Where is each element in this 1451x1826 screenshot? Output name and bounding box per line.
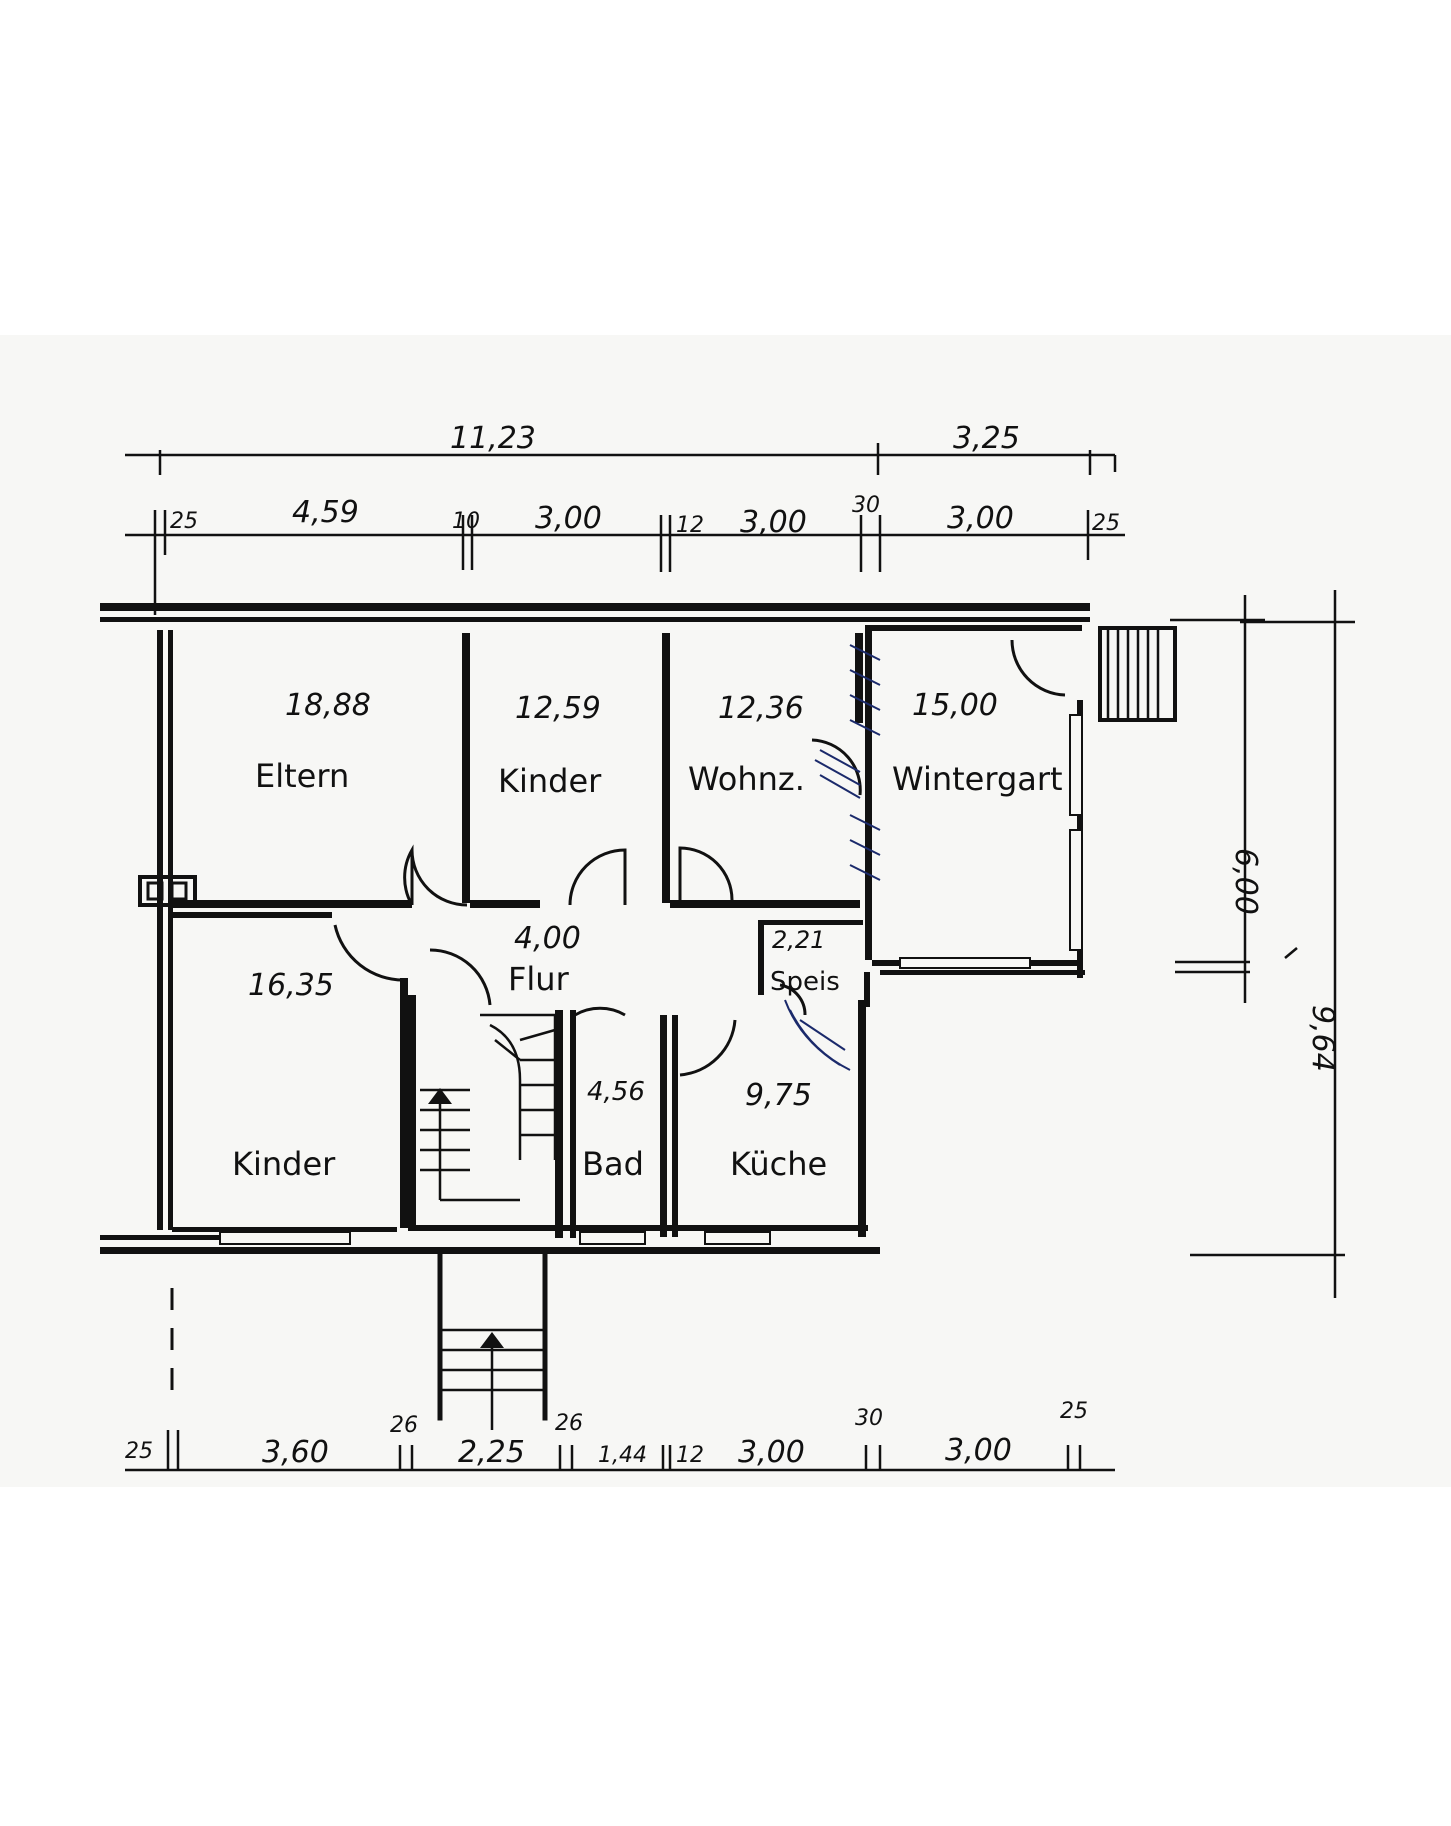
dim-top-seg-3: 10: [452, 509, 480, 534]
right-dimension-lines: [1170, 590, 1355, 1298]
wintergarten-stairs: [1098, 626, 1177, 722]
top-dimension-lines: [125, 443, 1125, 615]
dim-bottom-seg-4: 2,25: [458, 1435, 525, 1470]
dim-bottom-seg-3: 26: [390, 1413, 418, 1438]
dim-bottom-seg-9: 30: [855, 1406, 883, 1431]
paper-sheet: [0, 335, 1451, 1487]
dim-top-seg-2: 4,59: [292, 495, 359, 530]
dim-top-seg-4: 3,00: [535, 501, 602, 536]
dim-top-total-right: 3,25: [953, 421, 1020, 456]
dim-bottom-seg-10: 3,00: [945, 1433, 1012, 1468]
room-area-kueche: 9,75: [745, 1078, 812, 1113]
marked-wall-hatching: [784, 644, 881, 1071]
room-name-kueche: Küche: [730, 1145, 827, 1183]
door-swings: [333, 639, 1066, 1077]
dim-bottom-seg-8: 3,00: [738, 1435, 805, 1470]
room-area-wohnz: 12,36: [718, 691, 804, 726]
dim-bottom-seg-2: 3,60: [262, 1435, 329, 1470]
bottom-dimension-lines: [125, 1430, 1115, 1472]
dim-bottom-seg-5: 26: [555, 1411, 583, 1436]
room-name-kinder-bottom: Kinder: [232, 1145, 336, 1183]
room-name-wintergarten: Wintergart: [892, 760, 1063, 798]
dim-top-seg-9: 25: [1092, 511, 1120, 536]
room-area-speis: 2,21: [772, 926, 825, 954]
room-name-wohnz: Wohnz.: [688, 760, 805, 798]
dim-top-seg-1: 25: [170, 509, 198, 534]
dim-right-outer: 9,64: [1305, 1005, 1340, 1072]
room-name-kinder-top: Kinder: [498, 762, 602, 800]
dim-top-total-left: 11,23: [450, 421, 536, 456]
interior-staircase: [420, 1013, 557, 1202]
dim-top-seg-8: 3,00: [947, 501, 1014, 536]
room-area-wintergarten: 15,00: [912, 688, 998, 723]
dim-bottom-seg-11: 25: [1060, 1399, 1088, 1424]
room-area-bad: 4,56: [587, 1077, 645, 1107]
room-area-kinder-top: 12,59: [515, 691, 601, 726]
room-area-eltern: 18,88: [285, 688, 371, 723]
dim-top-seg-6: 3,00: [740, 505, 807, 540]
room-name-speis: Speis: [770, 967, 840, 997]
dim-bottom-seg-1: 25: [125, 1439, 153, 1464]
dim-top-seg-5: 12: [676, 513, 704, 538]
entrance-stairs: [437, 1252, 548, 1430]
room-area-flur: 4,00: [514, 921, 581, 956]
room-name-eltern: Eltern: [255, 757, 349, 795]
room-area-kinder-bottom: 16,35: [248, 968, 334, 1003]
dim-bottom-seg-6: 1,44: [598, 1443, 647, 1468]
room-name-flur: Flur: [508, 960, 570, 998]
windows: [219, 714, 1083, 1245]
room-name-bad: Bad: [582, 1145, 644, 1183]
chimney: [138, 875, 197, 907]
property-dashed-lines: [168, 635, 174, 1400]
dim-right-inner: 6,00: [1228, 848, 1263, 915]
dim-bottom-seg-7: 12: [676, 1443, 704, 1468]
dim-top-seg-7: 30: [852, 493, 880, 518]
